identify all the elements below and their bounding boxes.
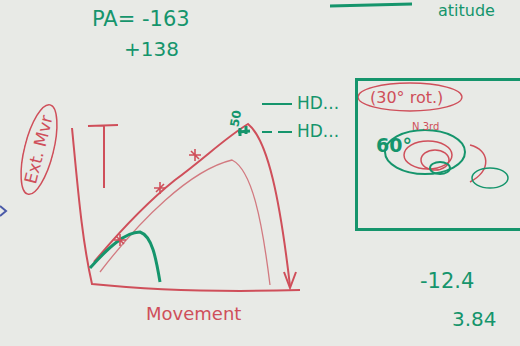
annotation-text: HD...	[297, 122, 339, 141]
annotation-text: HD...	[297, 94, 339, 113]
note-text: atitude	[438, 2, 495, 20]
note-text: +138	[124, 38, 179, 60]
axis-label: Movement	[146, 304, 241, 324]
rotation-note: (30° rot.)	[370, 89, 443, 107]
note-text: PA= -163	[92, 8, 190, 31]
rotated-label: Ext. Mvr	[13, 100, 66, 199]
value-label: 50	[228, 109, 244, 128]
circled-label: Ext. Mvr	[13, 100, 66, 199]
value-label: 3.84	[452, 308, 497, 330]
angle-label: 60°	[376, 135, 412, 156]
small-note: N 3rd	[412, 121, 439, 132]
value-label: -12.4	[420, 270, 474, 293]
view-box: (30° rot.) 60°N 3rd	[355, 78, 520, 231]
